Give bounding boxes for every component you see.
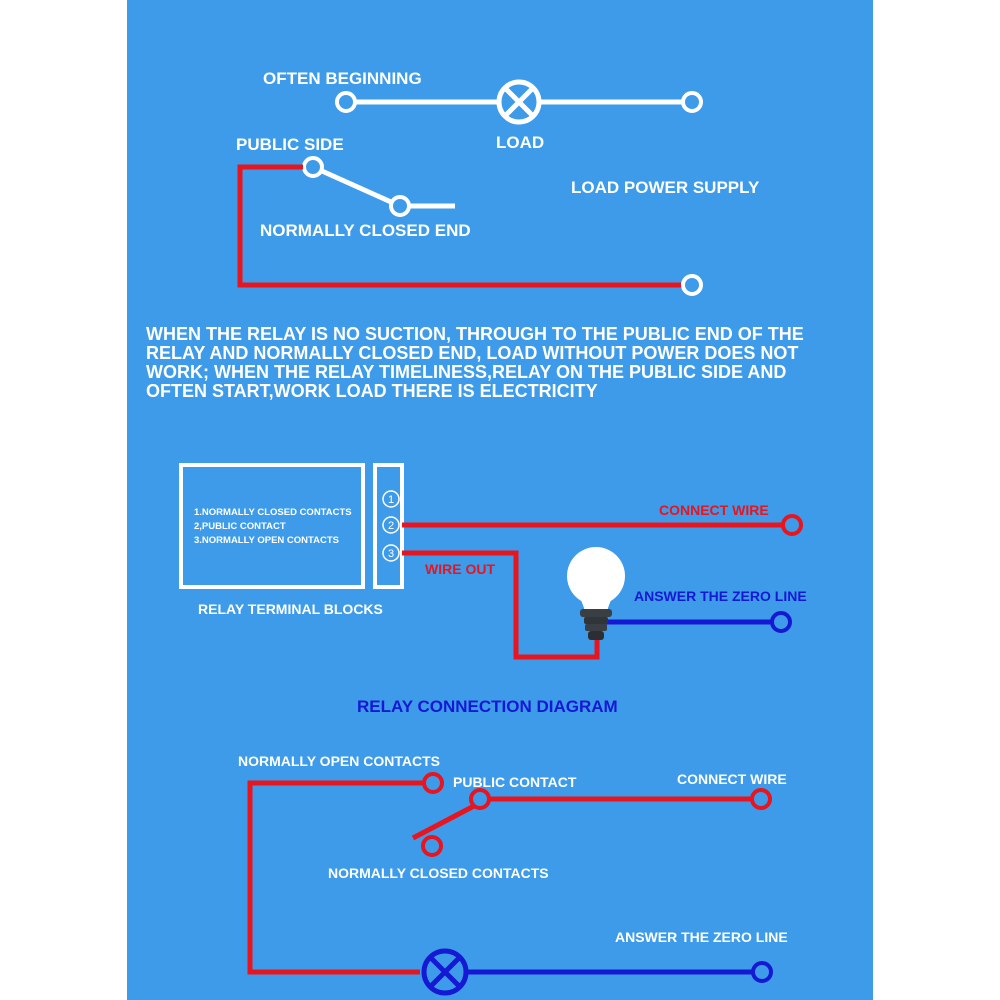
description-line: WORK; WHEN THE RELAY TIMELINESS,RELAY ON… [146,362,786,382]
connect-wire-terminal [750,788,772,810]
terminal-3 [382,544,400,562]
zero-line-terminal [770,611,792,633]
terminal-1 [382,490,400,508]
normally-open-wire [247,780,425,975]
connect-wire-label: CONNECT WIRE [659,502,769,518]
terminal-block-box [179,463,365,589]
light-bulb-icon [567,547,625,640]
connect-wire-terminal [781,514,803,536]
terminal-number: 3 [388,548,394,560]
section-title: RELAY CONNECTION DIAGRAM [357,697,618,716]
terminal-item: 3.NORMALLY OPEN CONTACTS [194,535,339,546]
description-line: OFTEN START,WORK LOAD THERE IS ELECTRICI… [146,381,598,401]
terminal-blocks-caption: RELAY TERMINAL BLOCKS [198,601,383,617]
often-beginning-label: OFTEN BEGINNING [263,69,422,88]
description-text: WHEN THE RELAY IS NO SUCTION, THROUGH TO… [146,324,804,401]
load-power-supply-label: LOAD POWER SUPPLY [571,178,760,197]
terminal-2 [382,516,400,534]
terminal-number: 1 [388,494,394,506]
description-line: WHEN THE RELAY IS NO SUCTION, THROUGH TO… [146,324,804,344]
relay-terminal-blocks: 1.NORMALLY CLOSED CONTACTS 2,PUBLIC CONT… [179,463,404,617]
supply-terminal [681,274,703,296]
zero-line-terminal [751,961,773,983]
load-lamp-cross-2 [503,86,535,118]
normally-closed-terminal [389,195,411,217]
wire-out-label: WIRE OUT [425,561,495,577]
normally-closed-end-label: NORMALLY CLOSED END [260,221,471,240]
terminal-item: 2,PUBLIC CONTACT [194,521,286,532]
description-line: RELAY AND NORMALLY CLOSED END, LOAD WITH… [146,343,798,363]
normally-closed-label: NORMALLY CLOSED CONTACTS [328,865,549,881]
connect-wire-label: CONNECT WIRE [677,771,787,787]
public-contact-label: PUBLIC CONTACT [453,774,577,790]
zero-line-label: ANSWER THE ZERO LINE [634,588,807,604]
zero-line-label: ANSWER THE ZERO LINE [615,929,788,945]
bottom-circuit: NORMALLY OPEN CONTACTS PUBLIC CONTACT CO… [238,753,788,996]
wire-out [402,550,600,660]
lamp-cross-2 [428,955,462,989]
relay-switch-arm [411,803,476,841]
load-label: LOAD [496,133,544,152]
public-contact-terminal [469,788,491,810]
normally-open-label: NORMALLY OPEN CONTACTS [238,753,440,769]
terminal-item: 1.NORMALLY CLOSED CONTACTS [194,507,352,518]
often-beginning-terminal [335,91,357,113]
normally-open-terminal [422,772,444,794]
top-circuit: OFTEN BEGINNING LOAD PUBLIC SIDE NORMALL… [236,69,760,296]
supply-wire [237,164,683,288]
normally-closed-terminal [421,835,443,857]
middle-circuit: CONNECT WIRE WIRE OUT ANSWER THE ZERO LI… [402,502,807,660]
public-side-terminal [302,156,324,178]
public-side-label: PUBLIC SIDE [236,135,344,154]
load-power-terminal [681,91,703,113]
terminal-number: 2 [388,520,394,532]
switch-arm [311,164,402,209]
